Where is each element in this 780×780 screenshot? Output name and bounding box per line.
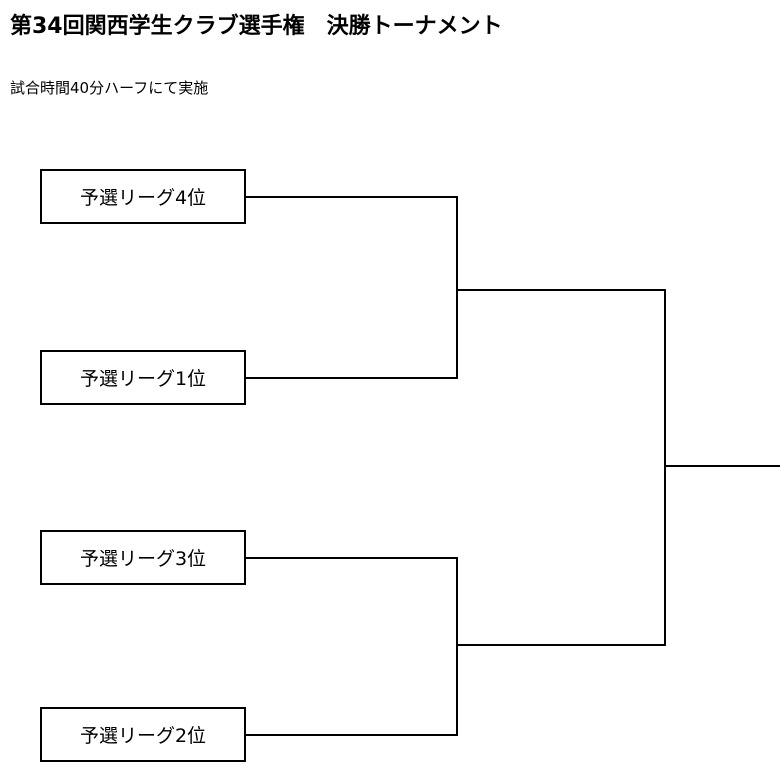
- page-subtitle: 試合時間40分ハーフにて実施: [10, 79, 209, 97]
- bracket-entry-label: 予選リーグ4位: [79, 187, 207, 209]
- bracket-entry-box: 予選リーグ3位: [40, 530, 246, 585]
- bracket-entry-label: 予選リーグ1位: [79, 368, 207, 390]
- bracket-entry-box: 予選リーグ2位: [40, 707, 246, 762]
- bracket-entry-label: 予選リーグ3位: [79, 548, 207, 570]
- page-title: 第34回関西学生クラブ選手権 決勝トーナメント: [10, 14, 503, 39]
- bracket-entry-label: 予選リーグ2位: [79, 725, 207, 747]
- bracket-entry-box: 予選リーグ4位: [40, 169, 246, 224]
- bracket-entry-box: 予選リーグ1位: [40, 350, 246, 405]
